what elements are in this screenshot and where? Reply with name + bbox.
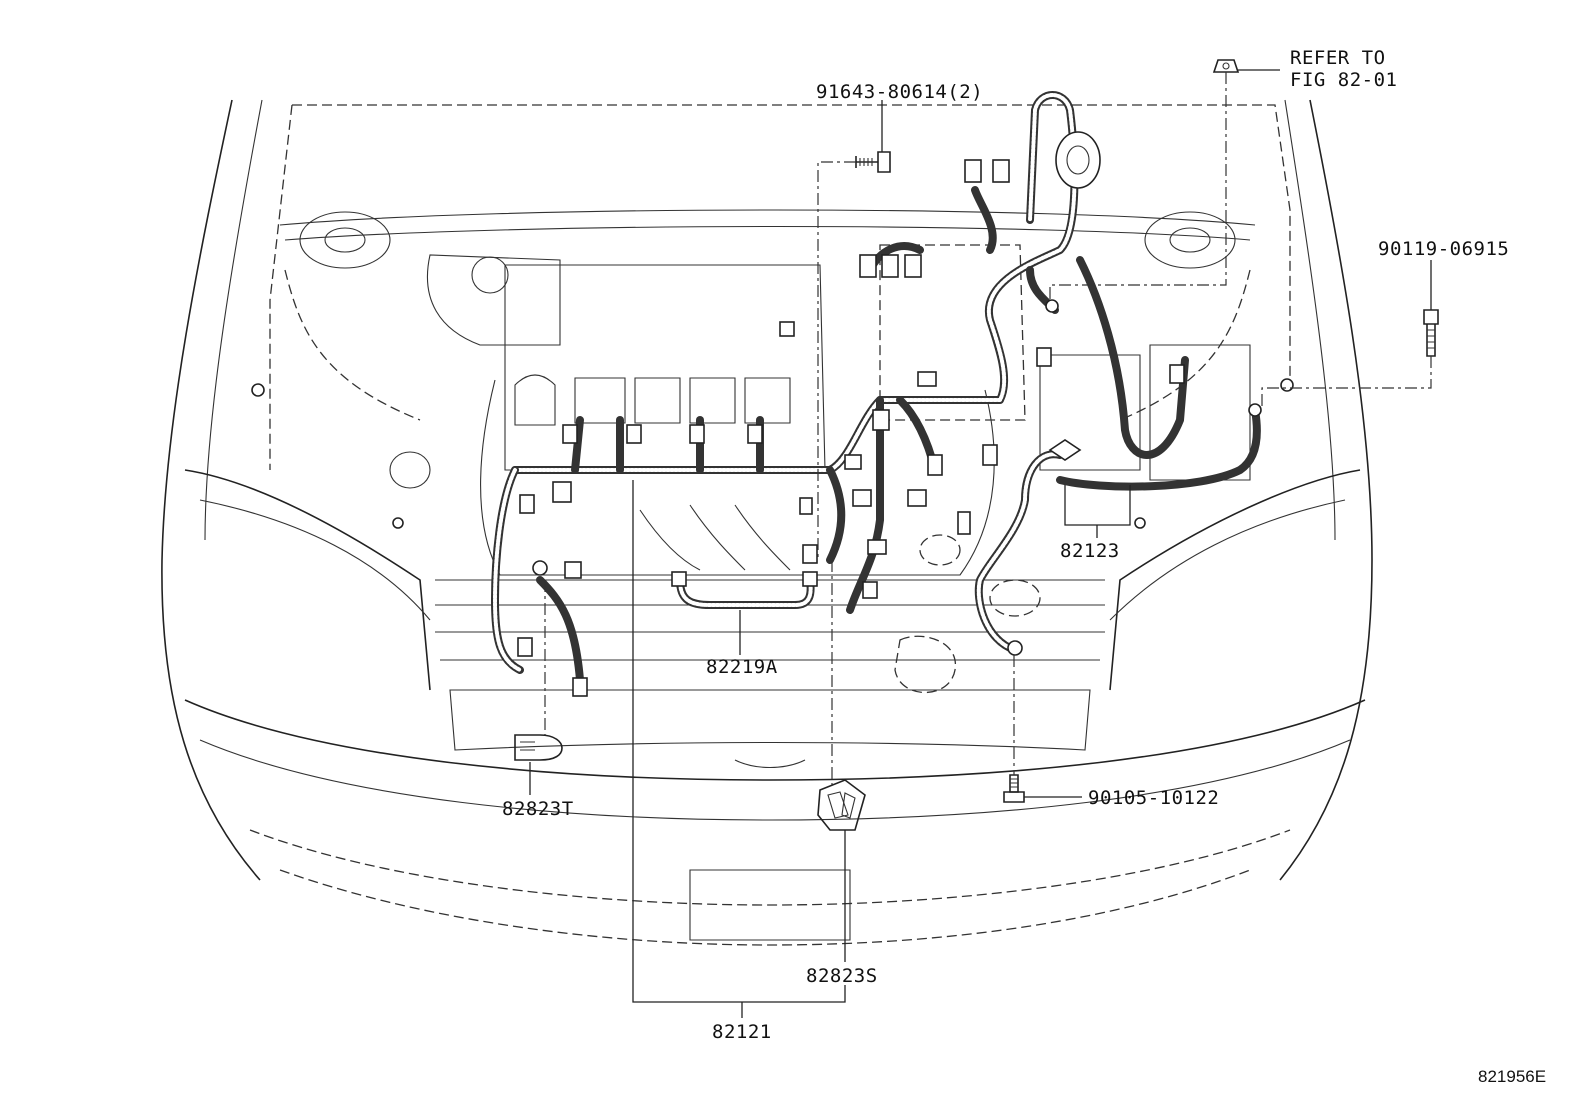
bolt-90119-icon [1423, 309, 1439, 357]
vehicle-body-outline [161, 99, 1373, 946]
part-label-82219a: 82219A [706, 656, 778, 678]
part-label-82123: 82123 [1060, 540, 1120, 562]
bolt-90105-icon [1003, 774, 1025, 803]
part-label-82823t: 82823T [502, 798, 574, 820]
figure-number: 821956E [1478, 1067, 1546, 1086]
refer-to-label: REFER TO [1290, 47, 1386, 69]
part-label-82121: 82121 [712, 1021, 772, 1043]
relay-block-82823s-icon [817, 779, 866, 831]
clip-refer-icon [1212, 59, 1240, 73]
refer-fig-label: FIG 82-01 [1290, 69, 1397, 91]
part-labels: REFER TO FIG 82-01 91643-80614(2) 90119-… [502, 47, 1546, 1086]
main-wire-harness [491, 91, 1261, 684]
part-label-91643: 91643-80614(2) [816, 81, 983, 103]
part-label-82823s: 82823S [806, 965, 878, 987]
harness-connectors [251, 159, 1294, 697]
bolt-91643-icon [855, 151, 891, 173]
relay-82823t-icon [514, 734, 563, 761]
part-label-90119: 90119-06915 [1378, 238, 1509, 260]
part-label-90105: 90105-10122 [1088, 787, 1219, 809]
leader-lines [529, 69, 1432, 1018]
